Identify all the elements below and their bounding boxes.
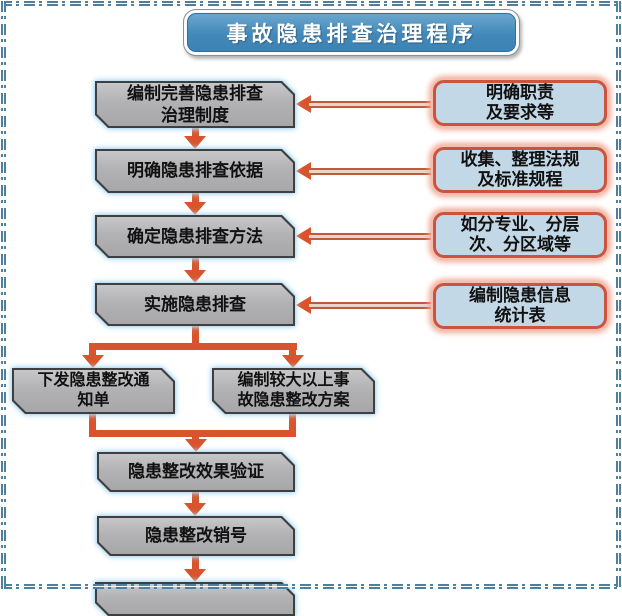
step-shape-fill: 实施隐患排查 [97,285,293,324]
callout-arrow-1 [296,95,433,113]
step-shape: 编制完善隐患排查 治理制度 [95,81,295,128]
step-box-5-left: 下发隐患整改通 知单 [12,368,175,414]
step-shape: 明确隐患排查依据 [95,149,295,193]
callout-arrow-3 [296,227,433,245]
split-bar [89,343,297,350]
page-title: 事故隐患排查治理程序 [183,9,520,56]
merge-right-stem [289,414,296,432]
step-box-5-right: 编制较大以上事 故隐患整改方案 [212,368,375,414]
callout-label-4: 编制隐患信息 统计表 [469,285,571,325]
step-shape: 下发隐患整改通 知单 [12,368,175,414]
callout-box-2: 收集、整理法规 及标准规程 [433,147,607,193]
step-shape-fill: 明确隐患排查依据 [97,151,293,191]
step-label-5-left: 下发隐患整改通 知单 [37,372,150,409]
page-border-right [616,1,621,589]
merge-bar [89,430,296,437]
callout-arrow-3-line [309,233,433,240]
split-left-stem [89,348,96,356]
callout-arrow-4 [296,296,433,314]
down-arrow-7-head [184,569,206,582]
down-arrow-1-stem [192,128,199,137]
down-arrow-1-head [184,136,206,149]
step-box-7: 隐患整改销号 [97,516,295,556]
callout-arrow-2-line [309,168,433,175]
merge-left-stem [89,414,96,432]
step-label-3: 确定隐患排查方法 [127,226,263,246]
step-box-3: 确定隐患排查方法 [95,215,295,258]
step-shape: 隐患整改销号 [97,516,295,556]
step-label-2: 明确隐患排查依据 [127,161,263,181]
step-label-5-right: 编制较大以上事 故隐患整改方案 [237,372,350,409]
step-shape: 编制较大以上事 故隐患整改方案 [212,368,375,414]
callout-arrow-1-line [309,101,433,108]
callout-label-3: 如分专业、分层 次、分区域等 [460,214,580,254]
page-border-left [1,1,6,589]
split-right-stem [289,348,296,356]
callout-label-2: 收集、整理法规 及标准规程 [460,149,580,189]
merge-arrow-head [185,439,207,452]
split-stem [192,326,199,347]
step-shape-fill: 确定隐患排查方法 [97,217,293,256]
step-shape: 实施隐患排查 [95,283,295,326]
step-box-4: 实施隐患排查 [95,283,295,326]
callout-box-4: 编制隐患信息 统计表 [433,283,607,329]
step-shape-fill: 编制较大以上事 故隐患整改方案 [214,370,373,412]
step-shape: 确定隐患排查方法 [95,215,295,258]
down-arrow-3-head [184,270,206,283]
callout-arrow-4-head [296,296,311,314]
step-box-6: 隐患整改效果验证 [97,452,295,492]
callout-label-1: 明确职责 及要求等 [486,82,554,122]
down-arrow-3-stem [192,258,199,271]
down-arrow-6-stem [192,492,199,504]
merge-center-stem [192,436,199,440]
down-arrow-6-head [184,503,206,516]
page-title-text: 事故隐患排查治理程序 [187,13,516,52]
page-border-bottom [1,584,621,589]
step-shape-fill: 隐患整改效果验证 [99,454,293,490]
callout-arrow-2-head [296,162,311,180]
split-right-arrow-head [282,355,304,368]
split-left-arrow-head [82,355,104,368]
step-shape: 隐患整改效果验证 [97,452,295,492]
step-shape-fill: 隐患整改销号 [99,518,293,554]
step-shape-fill: 下发隐患整改通 知单 [14,370,173,412]
down-arrow-7-stem [192,556,199,570]
down-arrow-2-head [184,202,206,215]
callout-arrow-3-head [296,227,311,245]
down-arrow-2-stem [192,193,199,203]
callout-arrow-2 [296,162,433,180]
callout-box-1: 明确职责 及要求等 [433,80,607,126]
step-shape-fill: 编制完善隐患排查 治理制度 [97,83,293,126]
step-box-1: 编制完善隐患排查 治理制度 [95,81,295,128]
callout-arrow-1-head [296,95,311,113]
step-label-7: 隐患整改销号 [145,526,247,546]
page-border-top [1,1,621,6]
callout-arrow-4-line [309,302,433,309]
step-label-1: 编制完善隐患排查 治理制度 [127,84,263,125]
callout-box-3: 如分专业、分层 次、分区域等 [433,212,607,258]
step-label-6: 隐患整改效果验证 [128,462,264,482]
step-box-2: 明确隐患排查依据 [95,149,295,193]
step-label-4: 实施隐患排查 [144,294,246,314]
